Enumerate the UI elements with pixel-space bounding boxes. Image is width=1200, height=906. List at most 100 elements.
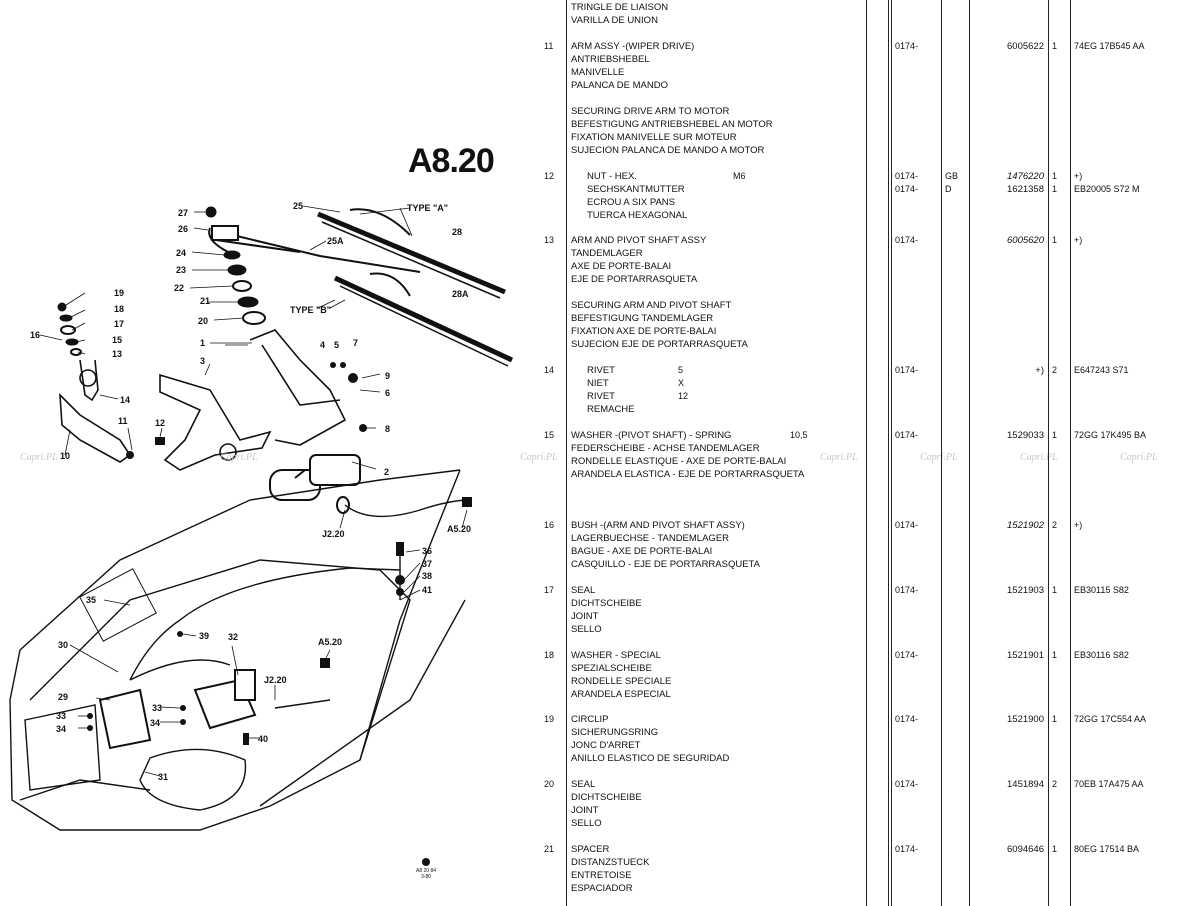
date-code: 0174-	[895, 41, 919, 51]
svg-text:21: 21	[200, 296, 210, 306]
quantity: 2	[1052, 779, 1058, 789]
svg-text:33: 33	[56, 711, 66, 721]
column-rule	[1070, 0, 1071, 906]
quantity: 1	[1052, 171, 1058, 181]
svg-text:8: 8	[385, 424, 390, 434]
svg-text:16: 16	[30, 330, 40, 340]
svg-text:37: 37	[422, 559, 432, 569]
svg-text:18: 18	[114, 304, 124, 314]
date-code: 0174-	[895, 714, 919, 724]
svg-text:20: 20	[198, 316, 208, 326]
column-rule	[891, 0, 892, 906]
date-code: 0174-	[895, 430, 919, 440]
watermark: Capri.PL	[20, 452, 58, 463]
svg-text:23: 23	[176, 265, 186, 275]
quantity: 2	[1052, 365, 1058, 375]
watermark: Capri.PL	[820, 452, 858, 463]
svg-text:34: 34	[56, 724, 66, 734]
svg-text:28: 28	[452, 227, 462, 237]
ford-reference: 72GG 17C554 AA	[1074, 714, 1147, 724]
svg-text:10: 10	[60, 451, 70, 461]
svg-text:2: 2	[384, 467, 389, 477]
column-rule	[866, 0, 867, 906]
date-code: 0174-	[895, 235, 919, 245]
item-number: 15	[544, 430, 555, 440]
part-number: 6094646	[1007, 844, 1044, 855]
svg-text:28A: 28A	[452, 289, 469, 299]
ford-reference: 72GG 17K495 BA	[1074, 430, 1147, 440]
svg-text:15: 15	[112, 335, 122, 345]
part-number: 1529033	[1007, 430, 1044, 441]
column-rule	[941, 0, 942, 906]
date-code: 0174-	[895, 844, 919, 854]
svg-text:7: 7	[353, 338, 358, 348]
date-code: 0174-	[895, 171, 919, 181]
column-rule	[566, 0, 567, 906]
ford-reference: 74EG 17B545 AA	[1074, 41, 1145, 51]
ford-reference: E647243 S71	[1074, 365, 1129, 375]
svg-text:26: 26	[178, 224, 188, 234]
size-spec: 5 X 12	[678, 365, 689, 401]
svg-text:6: 6	[385, 388, 390, 398]
quantity: 1	[1052, 235, 1058, 245]
quantity: 1	[1052, 585, 1058, 595]
type-a-label: TYPE "A"	[407, 203, 448, 213]
ford-reference: 70EB 17A475 AA	[1074, 779, 1144, 789]
svg-text:11: 11	[118, 416, 128, 426]
part-number: 6005620	[1007, 235, 1044, 246]
ford-reference: EB30116 S82	[1074, 650, 1129, 660]
linkage-frame	[59, 329, 347, 471]
svg-text:39: 39	[199, 631, 209, 641]
stamp-line-1: A8 20 84	[416, 868, 437, 874]
country-code: D	[945, 184, 952, 194]
washer-hoses	[129, 499, 471, 709]
item-number: 21	[544, 844, 555, 854]
svg-text:41: 41	[422, 585, 432, 595]
svg-text:4: 4	[320, 340, 325, 350]
date-code: 0174-	[895, 650, 919, 660]
svg-text:35: 35	[86, 595, 96, 605]
item-number: 11	[544, 41, 554, 51]
svg-text:33: 33	[152, 703, 162, 713]
part-number: 1521900	[1007, 714, 1044, 725]
quantity: 1	[1052, 844, 1058, 854]
watermark: Capri.PL	[1120, 452, 1158, 463]
svg-text:32: 32	[228, 632, 238, 642]
quantity: 1	[1052, 650, 1058, 660]
watermark: Capri.PL	[220, 452, 258, 463]
quantity: 1	[1052, 41, 1058, 51]
svg-text:19: 19	[114, 288, 124, 298]
ref-a5-bottom: A5.20	[318, 637, 342, 647]
ford-reference: +)	[1074, 520, 1083, 530]
part-description: NUT - HEX.SECHSKANTMUTTER ECROU A SIX PA…	[587, 171, 688, 221]
quantity: 1	[1052, 184, 1058, 194]
ref-j2-top: J2.20	[322, 529, 345, 539]
wiper-arm	[211, 225, 421, 273]
svg-text:29: 29	[58, 692, 68, 702]
type-b-label: TYPE "B"	[290, 305, 331, 315]
svg-text:5: 5	[334, 340, 339, 350]
column-rule	[1048, 0, 1049, 906]
part-description: ARM ASSY -(WIPER DRIVE)ANTRIEBSHEBEL MAN…	[571, 41, 695, 91]
exploded-diagram: 25 TYPE "A" 28 25A 28A TYPE "B" 27 26 24…	[9, 201, 514, 831]
quantity: 1	[1052, 430, 1058, 440]
part-number: +)	[1035, 365, 1044, 376]
size-spec: 10,5	[790, 430, 808, 440]
callout-leaders	[39, 205, 468, 777]
item-number: 17	[544, 585, 555, 595]
item-number: 18	[544, 650, 555, 660]
svg-text:3: 3	[200, 356, 205, 366]
svg-text:17: 17	[114, 319, 124, 329]
date-code: 0174-	[895, 585, 919, 595]
item-number: 16	[544, 520, 555, 530]
ford-reference: +)	[1074, 171, 1083, 181]
